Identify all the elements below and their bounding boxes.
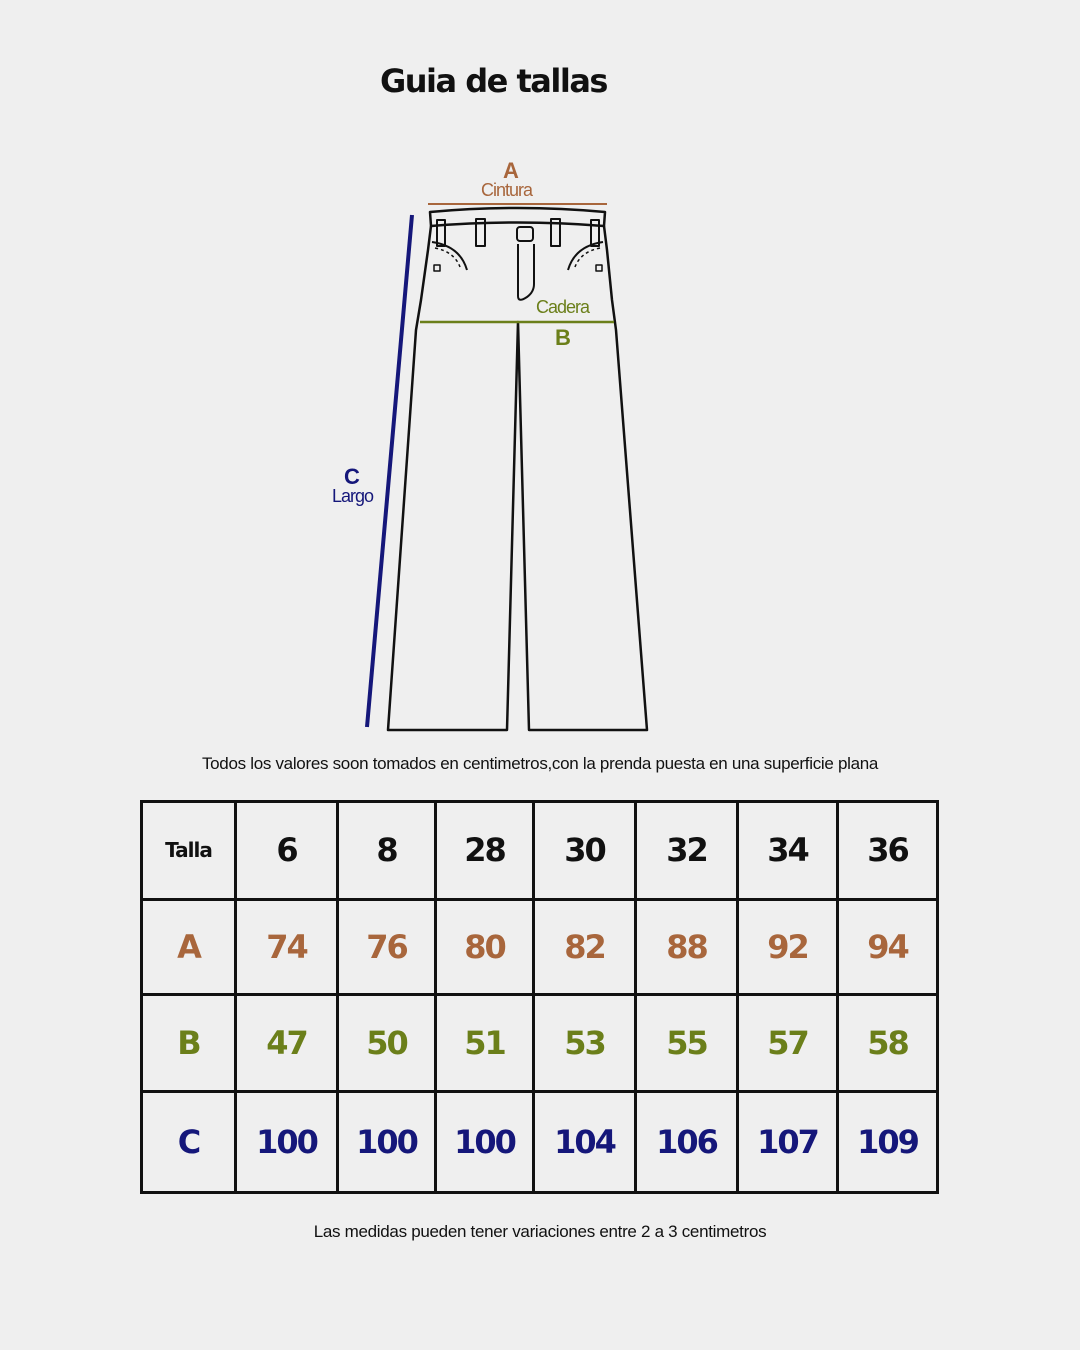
- label-b-letter: B: [555, 325, 571, 350]
- value-cell: 100: [434, 1090, 535, 1194]
- size-cell: 30: [532, 800, 637, 901]
- value-cell: 58: [836, 993, 939, 1094]
- value-cell: 92: [736, 897, 839, 997]
- label-c-word: Largo: [332, 486, 374, 506]
- row-label: A: [140, 897, 237, 997]
- row-label: C: [140, 1090, 237, 1194]
- value-cell: 107: [736, 1090, 839, 1194]
- note-bottom: Las medidas pueden tener variaciones ent…: [313, 1222, 767, 1241]
- size-cell: 32: [634, 800, 739, 901]
- size-cell: 28: [434, 800, 535, 901]
- value-cell: 50: [336, 993, 437, 1094]
- pants-diagram: [365, 203, 649, 732]
- value-cell: 106: [634, 1090, 739, 1194]
- value-cell: 100: [336, 1090, 437, 1194]
- value-cell: 57: [736, 993, 839, 1094]
- value-cell: 100: [234, 1090, 339, 1194]
- value-cell: 104: [532, 1090, 637, 1194]
- note-top: Todos los valores soon tomados en centim…: [201, 754, 879, 773]
- size-table: Talla 6 8 28 30 32 34 36 A 74 76 80 82 8…: [140, 800, 939, 1194]
- value-cell: 82: [532, 897, 637, 997]
- size-cell: 8: [336, 800, 437, 901]
- value-cell: 53: [532, 993, 637, 1094]
- value-cell: 80: [434, 897, 535, 997]
- value-cell: 74: [234, 897, 339, 997]
- value-cell: 88: [634, 897, 739, 997]
- page-title: Guia de tallas: [380, 62, 608, 100]
- table-row-a: A 74 76 80 82 88 92 94: [140, 897, 939, 997]
- pants-outline: [386, 206, 649, 732]
- length-measure-line: [365, 214, 414, 728]
- table-row-c: C 100 100 100 104 106 107 109: [140, 1090, 939, 1194]
- label-a-word: Cintura: [481, 180, 533, 200]
- header-label: Talla: [140, 800, 237, 901]
- label-a-letter: A: [503, 158, 519, 183]
- size-cell: 36: [836, 800, 939, 901]
- label-c-letter: C: [344, 464, 360, 489]
- value-cell: 55: [634, 993, 739, 1094]
- table-row-b: B 47 50 51 53 55 57 58: [140, 993, 939, 1094]
- size-cell: 34: [736, 800, 839, 901]
- size-cell: 6: [234, 800, 339, 901]
- row-label: B: [140, 993, 237, 1094]
- value-cell: 51: [434, 993, 535, 1094]
- label-b-word: Cadera: [536, 297, 590, 317]
- table-header-row: Talla 6 8 28 30 32 34 36: [140, 800, 939, 901]
- value-cell: 109: [836, 1090, 939, 1194]
- value-cell: 76: [336, 897, 437, 997]
- value-cell: 47: [234, 993, 339, 1094]
- value-cell: 94: [836, 897, 939, 997]
